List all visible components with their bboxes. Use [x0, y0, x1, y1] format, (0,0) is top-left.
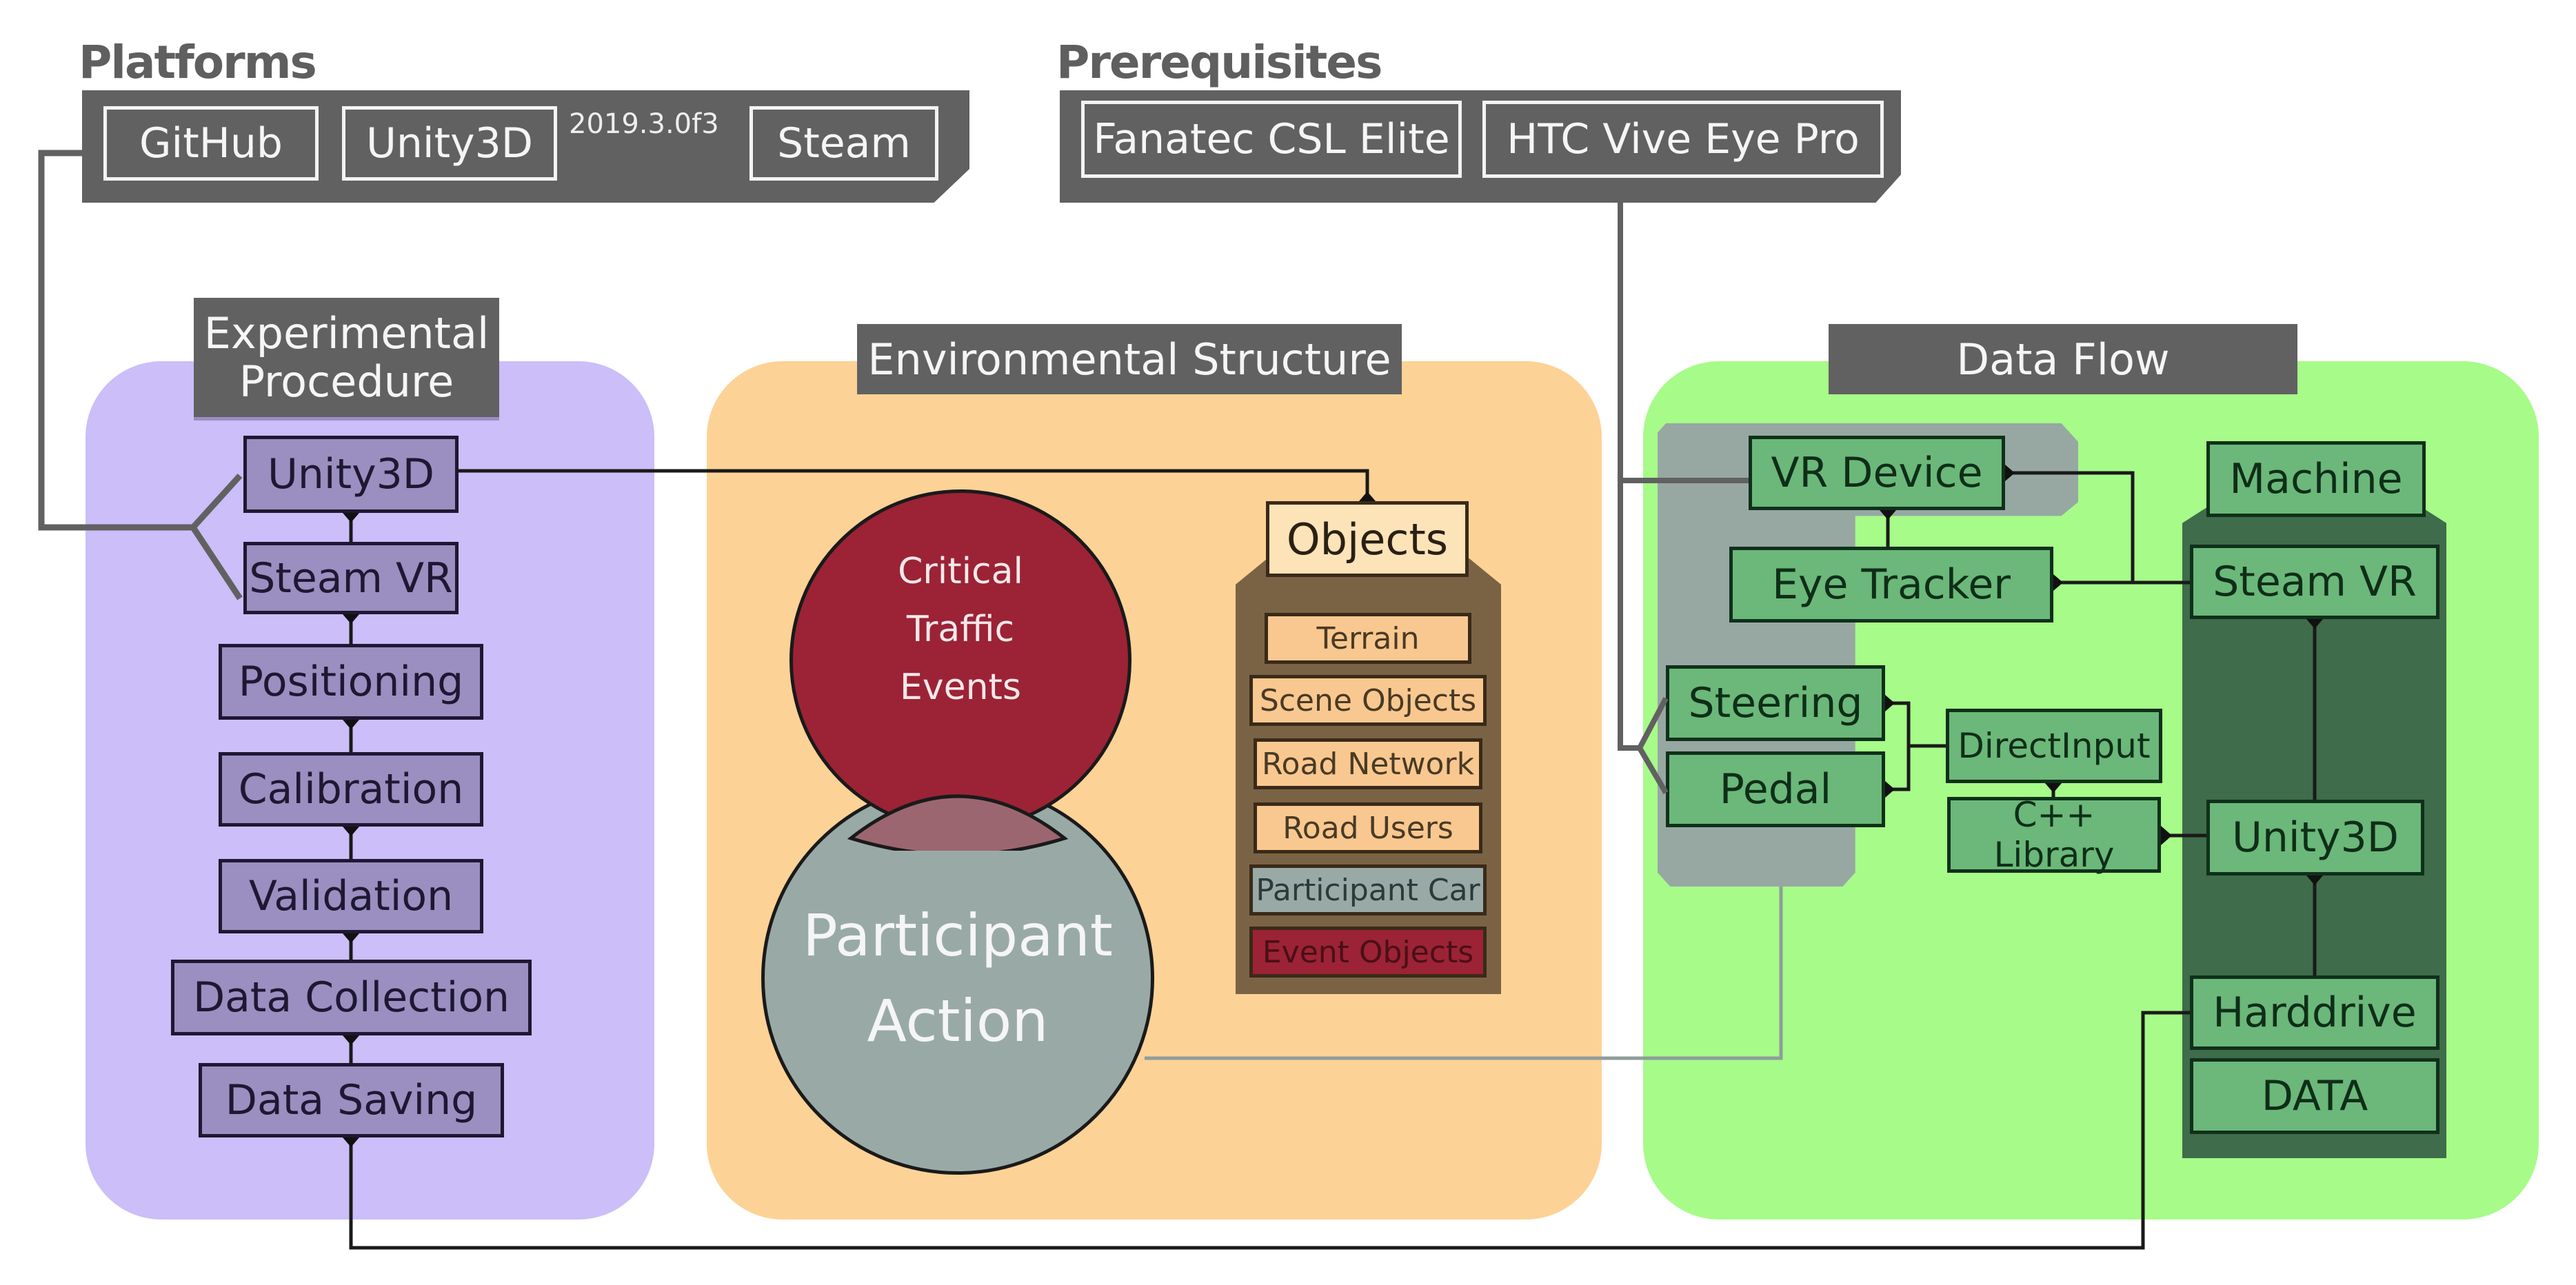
- experimental-procedure-title-line1: Experimental: [203, 307, 490, 358]
- eye-tracker-box[interactable]: Eye Tracker: [1729, 547, 2053, 623]
- platform-steam[interactable]: Steam: [749, 106, 938, 181]
- step-unity3d[interactable]: Unity3D: [243, 436, 459, 513]
- step-data-saving[interactable]: Data Saving: [199, 1063, 504, 1137]
- environmental-structure-title: Environmental Structure: [857, 324, 1402, 394]
- object-road-network[interactable]: Road Network: [1254, 738, 1482, 789]
- cpp-library-box[interactable]: C++ Library: [1947, 795, 2161, 875]
- participant-action-line2: Action: [867, 987, 1049, 1055]
- machine-harddrive-box[interactable]: Harddrive: [2190, 975, 2439, 1050]
- critical-traffic-events-circle: Critical Traffic Events: [789, 489, 1131, 831]
- prerequisites-bar: [1060, 90, 1901, 203]
- object-event-objects[interactable]: Event Objects: [1249, 927, 1487, 978]
- step-validation[interactable]: Validation: [219, 859, 483, 933]
- unity-version-label: 2019.3.0f3: [569, 108, 719, 140]
- critical-events-line3: Events: [899, 667, 1022, 708]
- machine-title-box: Machine: [2206, 441, 2426, 517]
- direct-input-box[interactable]: DirectInput: [1946, 709, 2162, 783]
- objects-title: Objects: [1266, 501, 1469, 577]
- critical-events-line1: Critical: [898, 551, 1023, 592]
- prerequisites-title: Prerequisites: [1056, 36, 1382, 89]
- platforms-title: Platforms: [79, 36, 317, 89]
- data-flow-title: Data Flow: [1829, 324, 2297, 394]
- experimental-procedure-title: Experimental Procedure: [194, 298, 499, 421]
- steering-box[interactable]: Steering: [1666, 665, 1885, 741]
- participant-action-line1: Participant: [803, 902, 1113, 969]
- critical-events-line2: Traffic: [906, 609, 1015, 650]
- circle-overlap: [847, 794, 1069, 851]
- experimental-procedure-title-line2: Procedure: [239, 356, 454, 407]
- step-calibration[interactable]: Calibration: [219, 752, 483, 827]
- prereq-fanatec[interactable]: Fanatec CSL Elite: [1081, 101, 1462, 178]
- step-steam-vr[interactable]: Steam VR: [243, 542, 459, 614]
- step-positioning[interactable]: Positioning: [219, 644, 483, 720]
- platform-github[interactable]: GitHub: [103, 106, 319, 181]
- object-participant-car[interactable]: Participant Car: [1249, 864, 1487, 915]
- platform-unity3d[interactable]: Unity3D: [342, 106, 557, 181]
- machine-data-box[interactable]: DATA: [2190, 1058, 2439, 1134]
- pedal-box[interactable]: Pedal: [1666, 751, 1885, 827]
- object-terrain[interactable]: Terrain: [1265, 613, 1471, 664]
- machine-unity3d-box[interactable]: Unity3D: [2206, 800, 2424, 876]
- step-data-collection[interactable]: Data Collection: [171, 960, 532, 1035]
- prereq-htc-vive[interactable]: HTC Vive Eye Pro: [1482, 101, 1884, 178]
- object-scene-objects[interactable]: Scene Objects: [1249, 675, 1487, 726]
- object-road-users[interactable]: Road Users: [1254, 802, 1482, 853]
- machine-steam-vr-box[interactable]: Steam VR: [2190, 545, 2439, 619]
- vr-device-box[interactable]: VR Device: [1749, 436, 2005, 510]
